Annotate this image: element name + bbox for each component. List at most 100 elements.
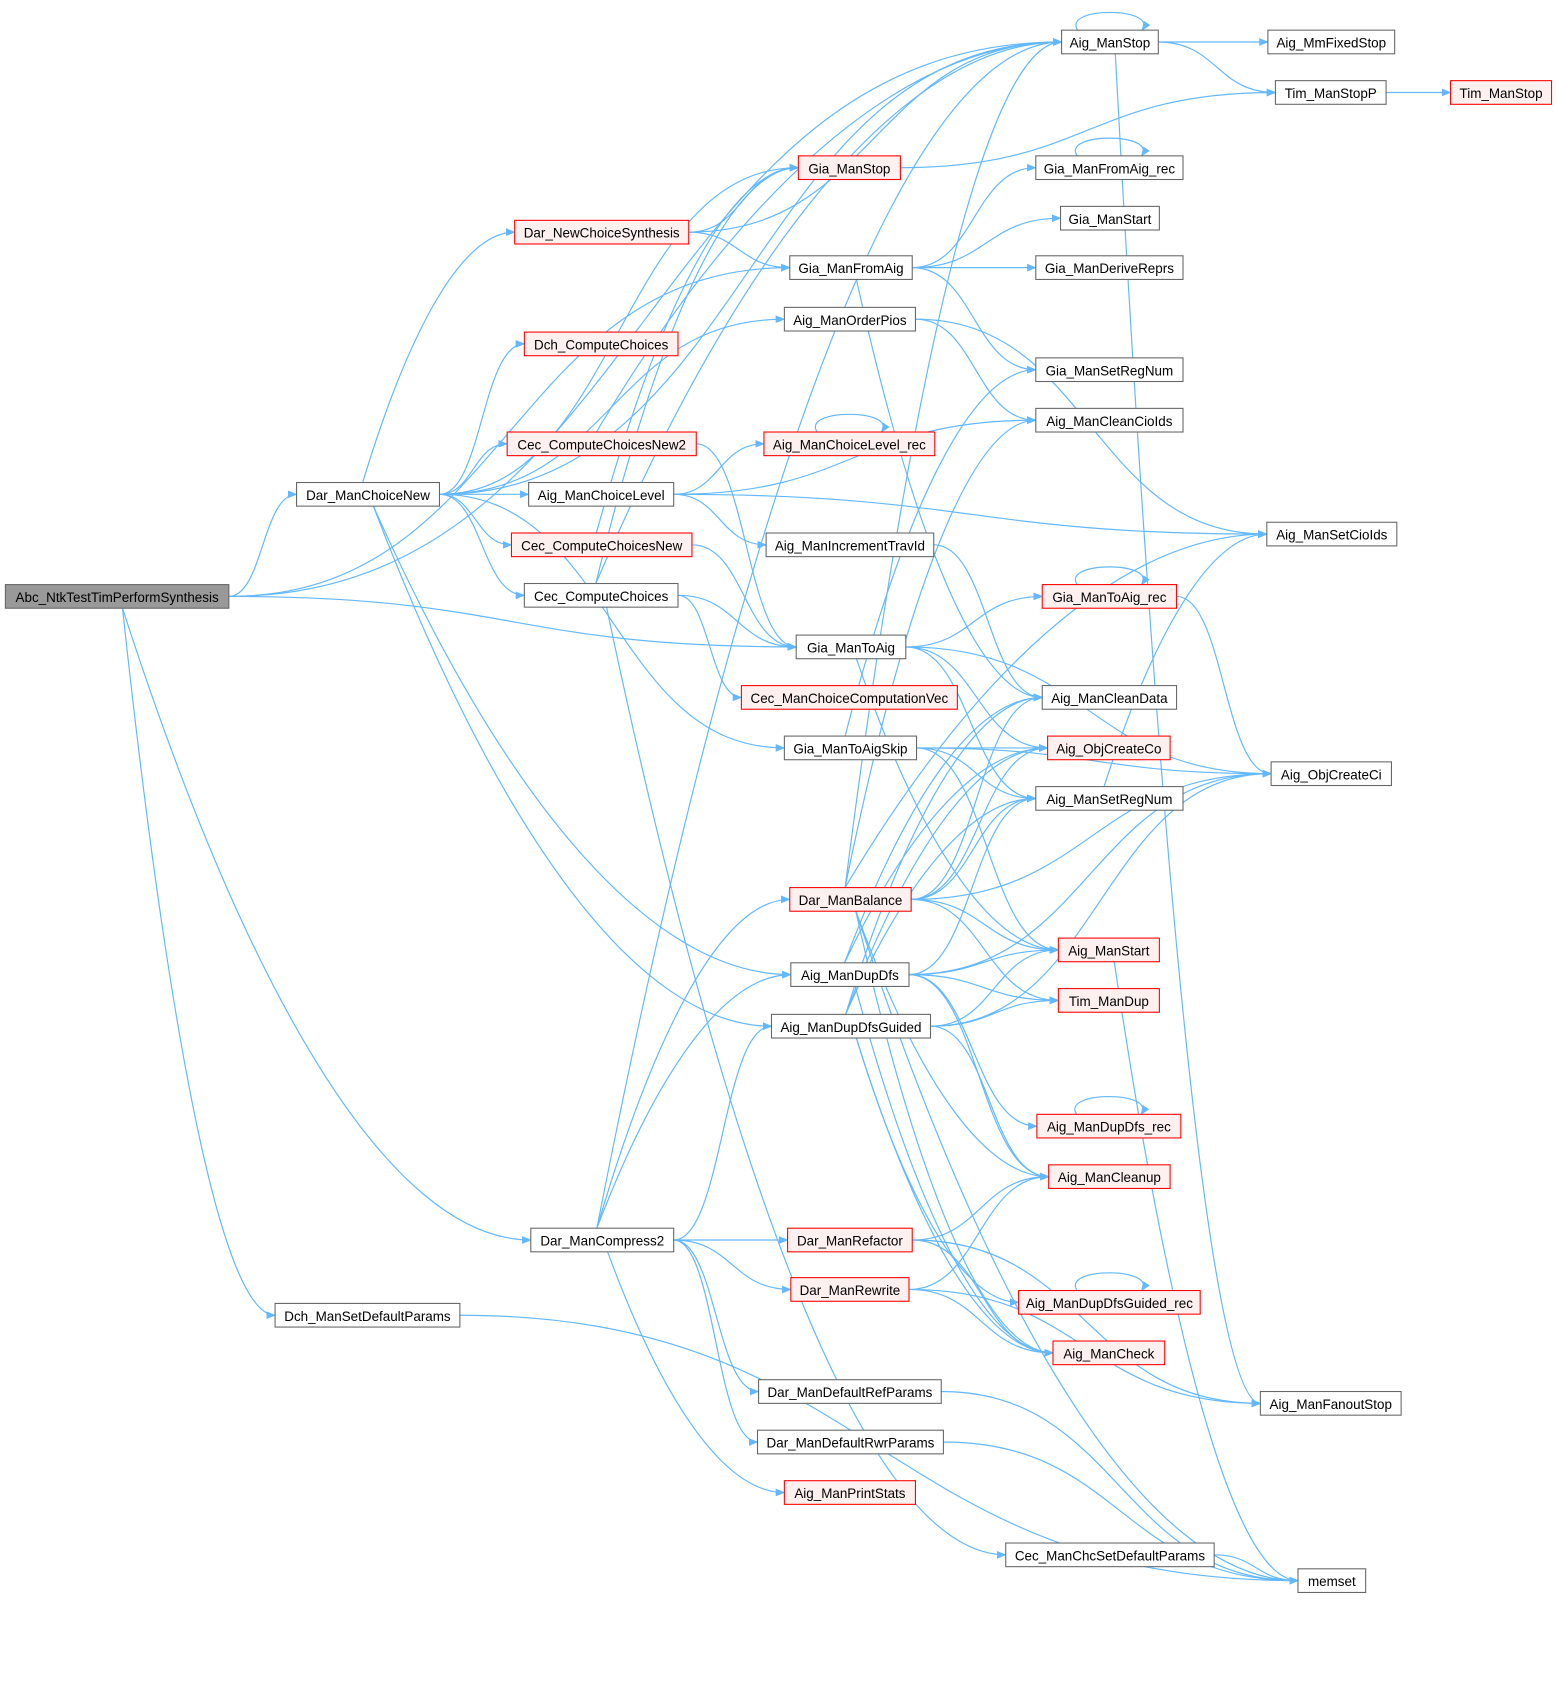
edge-dar-mancompress2-to-dar-manbalance: [596, 895, 791, 1229]
node-label: Aig_ManOrderPios: [793, 313, 907, 328]
node-box: [1047, 735, 1171, 761]
edge-dar-mancompress2-to-aig-manprintstats: [607, 1251, 786, 1497]
node-box: [4, 584, 230, 609]
node-dar-manchoicenew[interactable]: Dar_ManChoiceNew: [296, 481, 441, 507]
node-dar-newchoicesynthesis[interactable]: Dar_NewChoiceSynthesis: [514, 219, 690, 245]
node-label: Cec_ComputeChoices: [534, 589, 669, 604]
edge-aig-mandupdfs-to-tim-mandup: [909, 974, 1060, 1005]
node-memset[interactable]: memset: [1297, 1568, 1367, 1593]
node-aig-mandupdfsguided-rec[interactable]: Aig_ManDupDfsGuided_rec: [1018, 1289, 1201, 1315]
edge-abc-ntktesttimperformsynthesis-to-aig-manstop: [228, 38, 1063, 597]
node-tim-manstopp[interactable]: Tim_ManStopP: [1274, 80, 1387, 105]
node-dar-manrewrite[interactable]: Dar_ManRewrite: [790, 1277, 910, 1302]
edge-gia-mantoaigskip-to-aig-mansetregnum: [916, 747, 1037, 803]
node-label: Aig_ManChoiceLevel: [538, 488, 665, 503]
edge-aig-manstop-to-aig-manstop: [1075, 11, 1151, 31]
node-aig-mancleandata[interactable]: Aig_ManCleanData: [1041, 685, 1178, 710]
node-dch-computechoices[interactable]: Dch_ComputeChoices: [523, 331, 679, 357]
edge-dar-manchoicenew-to-cec-computechoicesnew2: [439, 439, 509, 495]
node-aig-mandupdfs[interactable]: Aig_ManDupDfs: [790, 962, 910, 987]
edge-gia-manfromaig-to-gia-mansetregnum: [912, 267, 1037, 374]
node-box: [1450, 80, 1553, 105]
node-aig-mansetregnum[interactable]: Aig_ManSetRegNum: [1035, 786, 1184, 811]
edge-layer: [121, 11, 1452, 1585]
edge-dar-newchoicesynthesis-to-gia-manfromaig: [688, 231, 791, 272]
node-aig-mancheck[interactable]: Aig_ManCheck: [1052, 1340, 1166, 1366]
node-gia-manfromaig-rec[interactable]: Gia_ManFromAig_rec: [1035, 155, 1184, 181]
node-box: [1035, 786, 1184, 811]
node-aig-manchoicelevel[interactable]: Aig_ManChoiceLevel: [528, 481, 675, 507]
node-aig-manfanoutstop[interactable]: Aig_ManFanoutStop: [1259, 1390, 1402, 1416]
node-gia-mansetregnum[interactable]: Gia_ManSetRegNum: [1035, 357, 1184, 383]
node-aig-mancleanup[interactable]: Aig_ManCleanup: [1048, 1164, 1171, 1189]
node-gia-manfromaig[interactable]: Gia_ManFromAig: [789, 255, 913, 280]
node-cec-manchoicecomputationvec[interactable]: Cec_ManChoiceComputationVec: [740, 685, 958, 710]
node-dar-manbalance[interactable]: Dar_ManBalance: [789, 887, 912, 912]
node-box: [1041, 584, 1178, 609]
node-label: Aig_ManIncrementTravId: [775, 538, 925, 553]
node-aig-manstart[interactable]: Aig_ManStart: [1057, 937, 1160, 963]
node-box: [1005, 1542, 1215, 1568]
node-aig-manorderpios[interactable]: Aig_ManOrderPios: [783, 306, 916, 332]
node-box: [1266, 521, 1398, 547]
node-label: Cec_ManChcSetDefaultParams: [1015, 1548, 1206, 1563]
node-box: [1035, 357, 1184, 383]
node-aig-manincrementtravid[interactable]: Aig_ManIncrementTravId: [765, 532, 935, 558]
edge-gia-mantoaig-to-aig-manstart: [855, 658, 1060, 954]
edge-gia-mantoaig-rec-to-aig-objcreateci: [1176, 595, 1273, 778]
node-aig-manprintstats[interactable]: Aig_ManPrintStats: [783, 1480, 916, 1505]
node-abc-ntktesttimperformsynthesis[interactable]: Abc_NtkTestTimPerformSynthesis: [4, 584, 230, 609]
node-aig-manchoicelevel-rec[interactable]: Aig_ManChoiceLevel_rec: [763, 431, 936, 457]
node-aig-mansetcioids[interactable]: Aig_ManSetCioIds: [1266, 521, 1398, 547]
node-label: Cec_ManChoiceComputationVec: [751, 691, 949, 706]
node-cec-computechoices[interactable]: Cec_ComputeChoices: [523, 582, 679, 608]
edge-gia-mantoaig-to-aig-mansetregnum: [905, 646, 1037, 803]
node-dar-mandefaultrefparams[interactable]: Dar_ManDefaultRefParams: [758, 1379, 942, 1404]
node-box: [528, 481, 675, 507]
node-gia-mantoaig-rec[interactable]: Gia_ManToAig_rec: [1041, 584, 1178, 609]
edge-aig-manstop-to-tim-manstopp: [1158, 41, 1277, 97]
edge-dar-mancompress2-to-aig-mandupdfs: [596, 970, 792, 1229]
node-box: [758, 1379, 942, 1404]
node-label: Dar_ManBalance: [799, 893, 903, 908]
node-aig-mmfixedstop[interactable]: Aig_MmFixedStop: [1267, 29, 1396, 55]
node-aig-mandupdfs-rec[interactable]: Aig_ManDupDfs_rec: [1036, 1113, 1182, 1139]
node-gia-mantoaig[interactable]: Gia_ManToAig: [795, 634, 907, 660]
node-dar-mandefaultrwrparams[interactable]: Dar_ManDefaultRwrParams: [756, 1429, 944, 1455]
node-tim-manstop[interactable]: Tim_ManStop: [1450, 80, 1553, 105]
node-cec-manchcsetdefaultparams[interactable]: Cec_ManChcSetDefaultParams: [1005, 1542, 1215, 1568]
node-dch-mansetdefaultparams[interactable]: Dch_ManSetDefaultParams: [274, 1302, 461, 1328]
node-label: Tim_ManDup: [1069, 994, 1149, 1009]
node-gia-manstop[interactable]: Gia_ManStop: [797, 155, 901, 181]
edge-aig-manchoicelevel-rec-to-aig-manchoicelevel-rec: [814, 413, 890, 433]
node-box: [506, 431, 697, 457]
node-tim-mandup[interactable]: Tim_ManDup: [1057, 988, 1160, 1013]
node-label: Gia_ManToAig_rec: [1052, 590, 1166, 605]
edge-gia-mantoaigskip-to-aig-objcreateci: [916, 747, 1273, 778]
node-dar-mancompress2[interactable]: Dar_ManCompress2: [530, 1227, 675, 1253]
node-cec-computechoicesnew2[interactable]: Cec_ComputeChoicesNew2: [506, 431, 697, 457]
node-box: [790, 1277, 910, 1302]
node-aig-objcreateco[interactable]: Aig_ObjCreateCo: [1047, 735, 1171, 761]
node-label: Dch_ManSetDefaultParams: [284, 1309, 451, 1324]
node-dar-manrefactor[interactable]: Dar_ManRefactor: [787, 1227, 913, 1253]
node-gia-mantoaigskip[interactable]: Gia_ManToAigSkip: [783, 735, 918, 761]
node-label: Abc_NtkTestTimPerformSynthesis: [16, 590, 219, 605]
node-box: [783, 1480, 916, 1505]
node-gia-manstart[interactable]: Gia_ManStart: [1059, 205, 1160, 231]
edge-aig-mandupdfs-to-aig-mansetregnum: [909, 794, 1037, 976]
node-box: [1259, 1390, 1402, 1416]
node-label: Cec_ComputeChoicesNew2: [517, 437, 686, 452]
node-aig-mandupdfsguided[interactable]: Aig_ManDupDfsGuided: [770, 1013, 932, 1039]
node-aig-objcreateci[interactable]: Aig_ObjCreateCi: [1270, 761, 1392, 787]
edge-abc-ntktesttimperformsynthesis-to-dch-mansetdefaultparams: [121, 608, 277, 1320]
node-box: [523, 582, 679, 608]
edge-dar-manchoicenew-to-gia-mantoaigskip: [439, 493, 786, 752]
node-gia-manderivereprs[interactable]: Gia_ManDeriveReprs: [1035, 255, 1184, 280]
edge-aig-mansetregnum-to-aig-mansetcioids: [1103, 530, 1268, 787]
node-aig-mancleancioids[interactable]: Aig_ManCleanCioIds: [1035, 407, 1184, 433]
node-aig-manstop[interactable]: Aig_ManStop: [1061, 29, 1159, 55]
node-cec-computechoicesnew[interactable]: Cec_ComputeChoicesNew: [510, 532, 693, 558]
node-box: [783, 735, 918, 761]
node-label: Aig_ManDupDfsGuided_rec: [1026, 1296, 1193, 1311]
